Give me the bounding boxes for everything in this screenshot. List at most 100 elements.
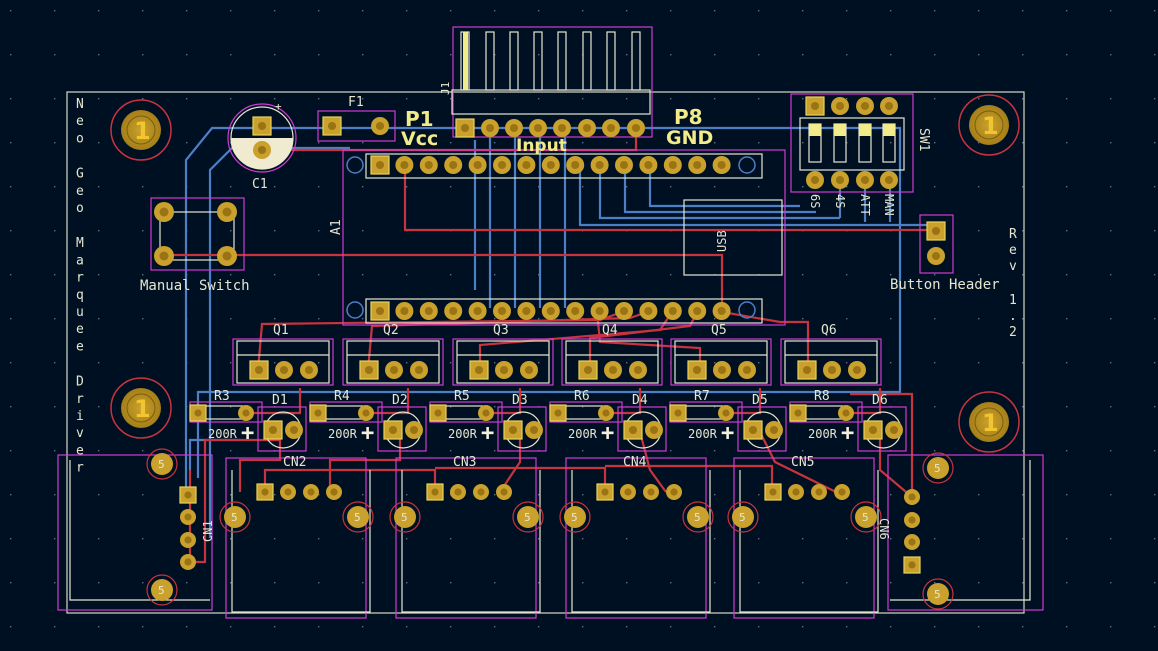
revision-char: 1 xyxy=(1009,293,1017,308)
board-title-char: e xyxy=(76,339,84,354)
transistor-pad xyxy=(848,361,866,379)
transistor-label: Q4 xyxy=(602,323,618,338)
connector-shield-pad: 5 xyxy=(727,501,759,533)
connector-pad xyxy=(834,484,850,500)
j1-pin-outline xyxy=(557,31,567,91)
mounting-hole: 1 xyxy=(958,391,1020,453)
a1-top-pad xyxy=(663,156,682,174)
resistor-pad xyxy=(598,405,614,421)
cn6-shield-label: 5 xyxy=(934,462,941,475)
board-title-char: o xyxy=(76,131,84,146)
j1-pin-outline xyxy=(631,31,641,91)
header-input-label: Input xyxy=(516,136,567,156)
led-courtyard xyxy=(257,406,307,452)
cn6-pad xyxy=(904,534,920,550)
transistor-pad xyxy=(823,361,841,379)
a1-top-pad xyxy=(444,156,463,174)
j1-pin-outline xyxy=(485,31,495,91)
resistor-body xyxy=(563,405,605,420)
dip-switch-label: ATT xyxy=(858,194,872,216)
transistor-pad xyxy=(469,360,489,380)
a1-bottom-pad xyxy=(663,302,682,320)
revision-char: . xyxy=(1009,309,1017,324)
a1-top-pad xyxy=(370,155,390,175)
resistor-value: 200R xyxy=(808,427,838,441)
transistor-pad xyxy=(495,361,513,379)
cn1-shield-label: 5 xyxy=(158,458,165,471)
mounting-hole: 1 xyxy=(110,99,172,161)
resistor-value: 200R xyxy=(448,427,478,441)
sw1-bottom-pad xyxy=(880,171,898,189)
resistor-body xyxy=(443,405,485,420)
mounting-hole: 1 xyxy=(958,94,1020,156)
connector-label: CN3 xyxy=(453,455,476,470)
resistor-pad xyxy=(838,405,854,421)
connector-shield-label: 5 xyxy=(524,511,531,524)
sw1-top-pad xyxy=(880,97,898,115)
connector-pad xyxy=(788,484,804,500)
transistor-pad xyxy=(797,360,817,380)
a1-bottom-pad xyxy=(444,302,463,320)
board-title-char: e xyxy=(76,322,84,337)
transistor-courtyard xyxy=(670,338,772,386)
cn6-shield-label: 5 xyxy=(934,588,941,601)
resistor-pad xyxy=(189,404,207,422)
c1-label: C1 xyxy=(252,177,268,192)
a1-bottom-pad xyxy=(468,302,487,320)
board-title-char: e xyxy=(76,443,84,458)
connector-pad xyxy=(426,483,444,501)
led-polarity-mark: + xyxy=(481,421,494,446)
button-header-pad xyxy=(927,247,945,265)
a1-top-pad xyxy=(541,156,560,174)
transistor-pad xyxy=(300,361,318,379)
cn1-label: CN1 xyxy=(201,520,215,542)
j1-body xyxy=(451,89,651,115)
transistor-pad xyxy=(359,360,379,380)
resistor-value: 200R xyxy=(568,427,598,441)
cn1-shield-pad: 5 xyxy=(146,574,178,606)
led-pad xyxy=(863,420,883,440)
a1-bottom-pad xyxy=(493,302,511,320)
connector-label: CN2 xyxy=(283,455,306,470)
j1-courtyard xyxy=(452,26,653,138)
cn6-shield-pad: 5 xyxy=(922,578,954,610)
transistor-courtyard xyxy=(342,338,444,386)
manual-switch-body xyxy=(159,211,235,261)
transistor-pad xyxy=(578,360,598,380)
a1-top-pad xyxy=(590,156,609,174)
transistor-label: Q3 xyxy=(493,323,509,338)
led-label: D2 xyxy=(392,393,408,408)
resistor-label: R8 xyxy=(814,389,830,404)
mounting-hole-label: 1 xyxy=(982,409,999,437)
connector-shield-pad: 5 xyxy=(512,501,544,533)
transistor-body xyxy=(674,340,768,384)
a1-mount-hole xyxy=(346,156,364,174)
a1-mount-hole xyxy=(738,156,756,174)
a1-label: A1 xyxy=(329,219,344,235)
j1-pad xyxy=(627,119,645,137)
resistor-pad xyxy=(549,404,567,422)
resistor-pad xyxy=(669,404,687,422)
j1-pad xyxy=(529,119,547,137)
connector-shield-label: 5 xyxy=(231,511,238,524)
connector-pad xyxy=(450,484,466,500)
board-title-char: r xyxy=(76,392,84,407)
j1-pad xyxy=(602,119,620,137)
led-pad xyxy=(525,421,543,439)
led-pad xyxy=(383,420,403,440)
dip-switch-label: 4S xyxy=(833,194,847,208)
header-p1-label: P1 xyxy=(405,107,434,131)
board-title-char: e xyxy=(76,184,84,199)
resistor-body xyxy=(803,405,845,420)
transistor-pad xyxy=(687,360,707,380)
a1-usb-outline xyxy=(683,199,783,276)
sw1-top-pad xyxy=(856,97,874,115)
resistor-pad xyxy=(358,405,374,421)
led-courtyard xyxy=(377,406,427,452)
a1-bottom-pad xyxy=(395,302,414,320)
board-title-char: D xyxy=(76,375,84,390)
connector-shield-label: 5 xyxy=(862,511,869,524)
usb-label: USB xyxy=(715,230,729,252)
c1-pad xyxy=(253,141,271,159)
